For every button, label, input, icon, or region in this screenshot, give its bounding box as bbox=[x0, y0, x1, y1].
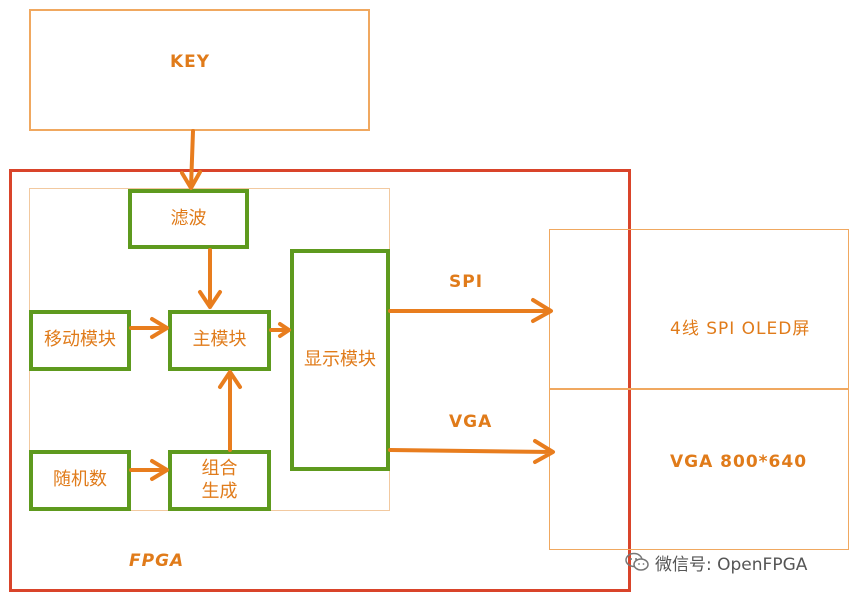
combo-module-label-line1: 组合 bbox=[201, 458, 238, 479]
arrow-key-to-filter bbox=[180, 129, 202, 190]
arrow-main-to-display bbox=[269, 322, 291, 338]
combo-module-label-line2: 生成 bbox=[201, 480, 238, 502]
display-module-label: 显示模块 bbox=[304, 348, 376, 370]
arrow-combo-to-main bbox=[218, 370, 242, 452]
random-module-label: 随机数 bbox=[53, 469, 107, 491]
arrow-display-to-oled bbox=[388, 298, 553, 323]
arrow-move-to-main bbox=[129, 317, 169, 339]
move-module: 移动模块 bbox=[29, 310, 131, 371]
key-box bbox=[29, 9, 370, 131]
filter-module-label: 滤波 bbox=[170, 207, 207, 229]
wechat-icon bbox=[625, 552, 649, 571]
vga-screen-label: VGA 800*640 bbox=[670, 452, 808, 472]
random-module: 随机数 bbox=[29, 450, 131, 511]
main-module-label: 主模块 bbox=[192, 329, 247, 351]
arrow-random-to-combo bbox=[129, 459, 169, 481]
move-module-label: 移动模块 bbox=[44, 329, 116, 351]
key-label: KEY bbox=[170, 52, 211, 72]
vga-label: VGA bbox=[449, 412, 493, 432]
combo-module: 组合 生成 bbox=[168, 450, 271, 511]
vga-screen-box bbox=[549, 389, 849, 550]
watermark: 微信号: OpenFPGA bbox=[625, 550, 808, 575]
display-module: 显示模块 bbox=[290, 249, 390, 471]
fpga-boundary bbox=[9, 169, 631, 592]
filter-module: 滤波 bbox=[128, 189, 249, 249]
main-module: 主模块 bbox=[168, 310, 271, 371]
spi-label: SPI bbox=[449, 272, 484, 292]
arrow-filter-to-main bbox=[198, 248, 222, 309]
arrow-display-to-vga bbox=[388, 439, 555, 464]
fpga-label: FPGA bbox=[129, 551, 185, 571]
watermark-text: 微信号: OpenFPGA bbox=[655, 554, 808, 575]
oled-screen-label: 4线 SPI OLED屏 bbox=[670, 319, 811, 339]
